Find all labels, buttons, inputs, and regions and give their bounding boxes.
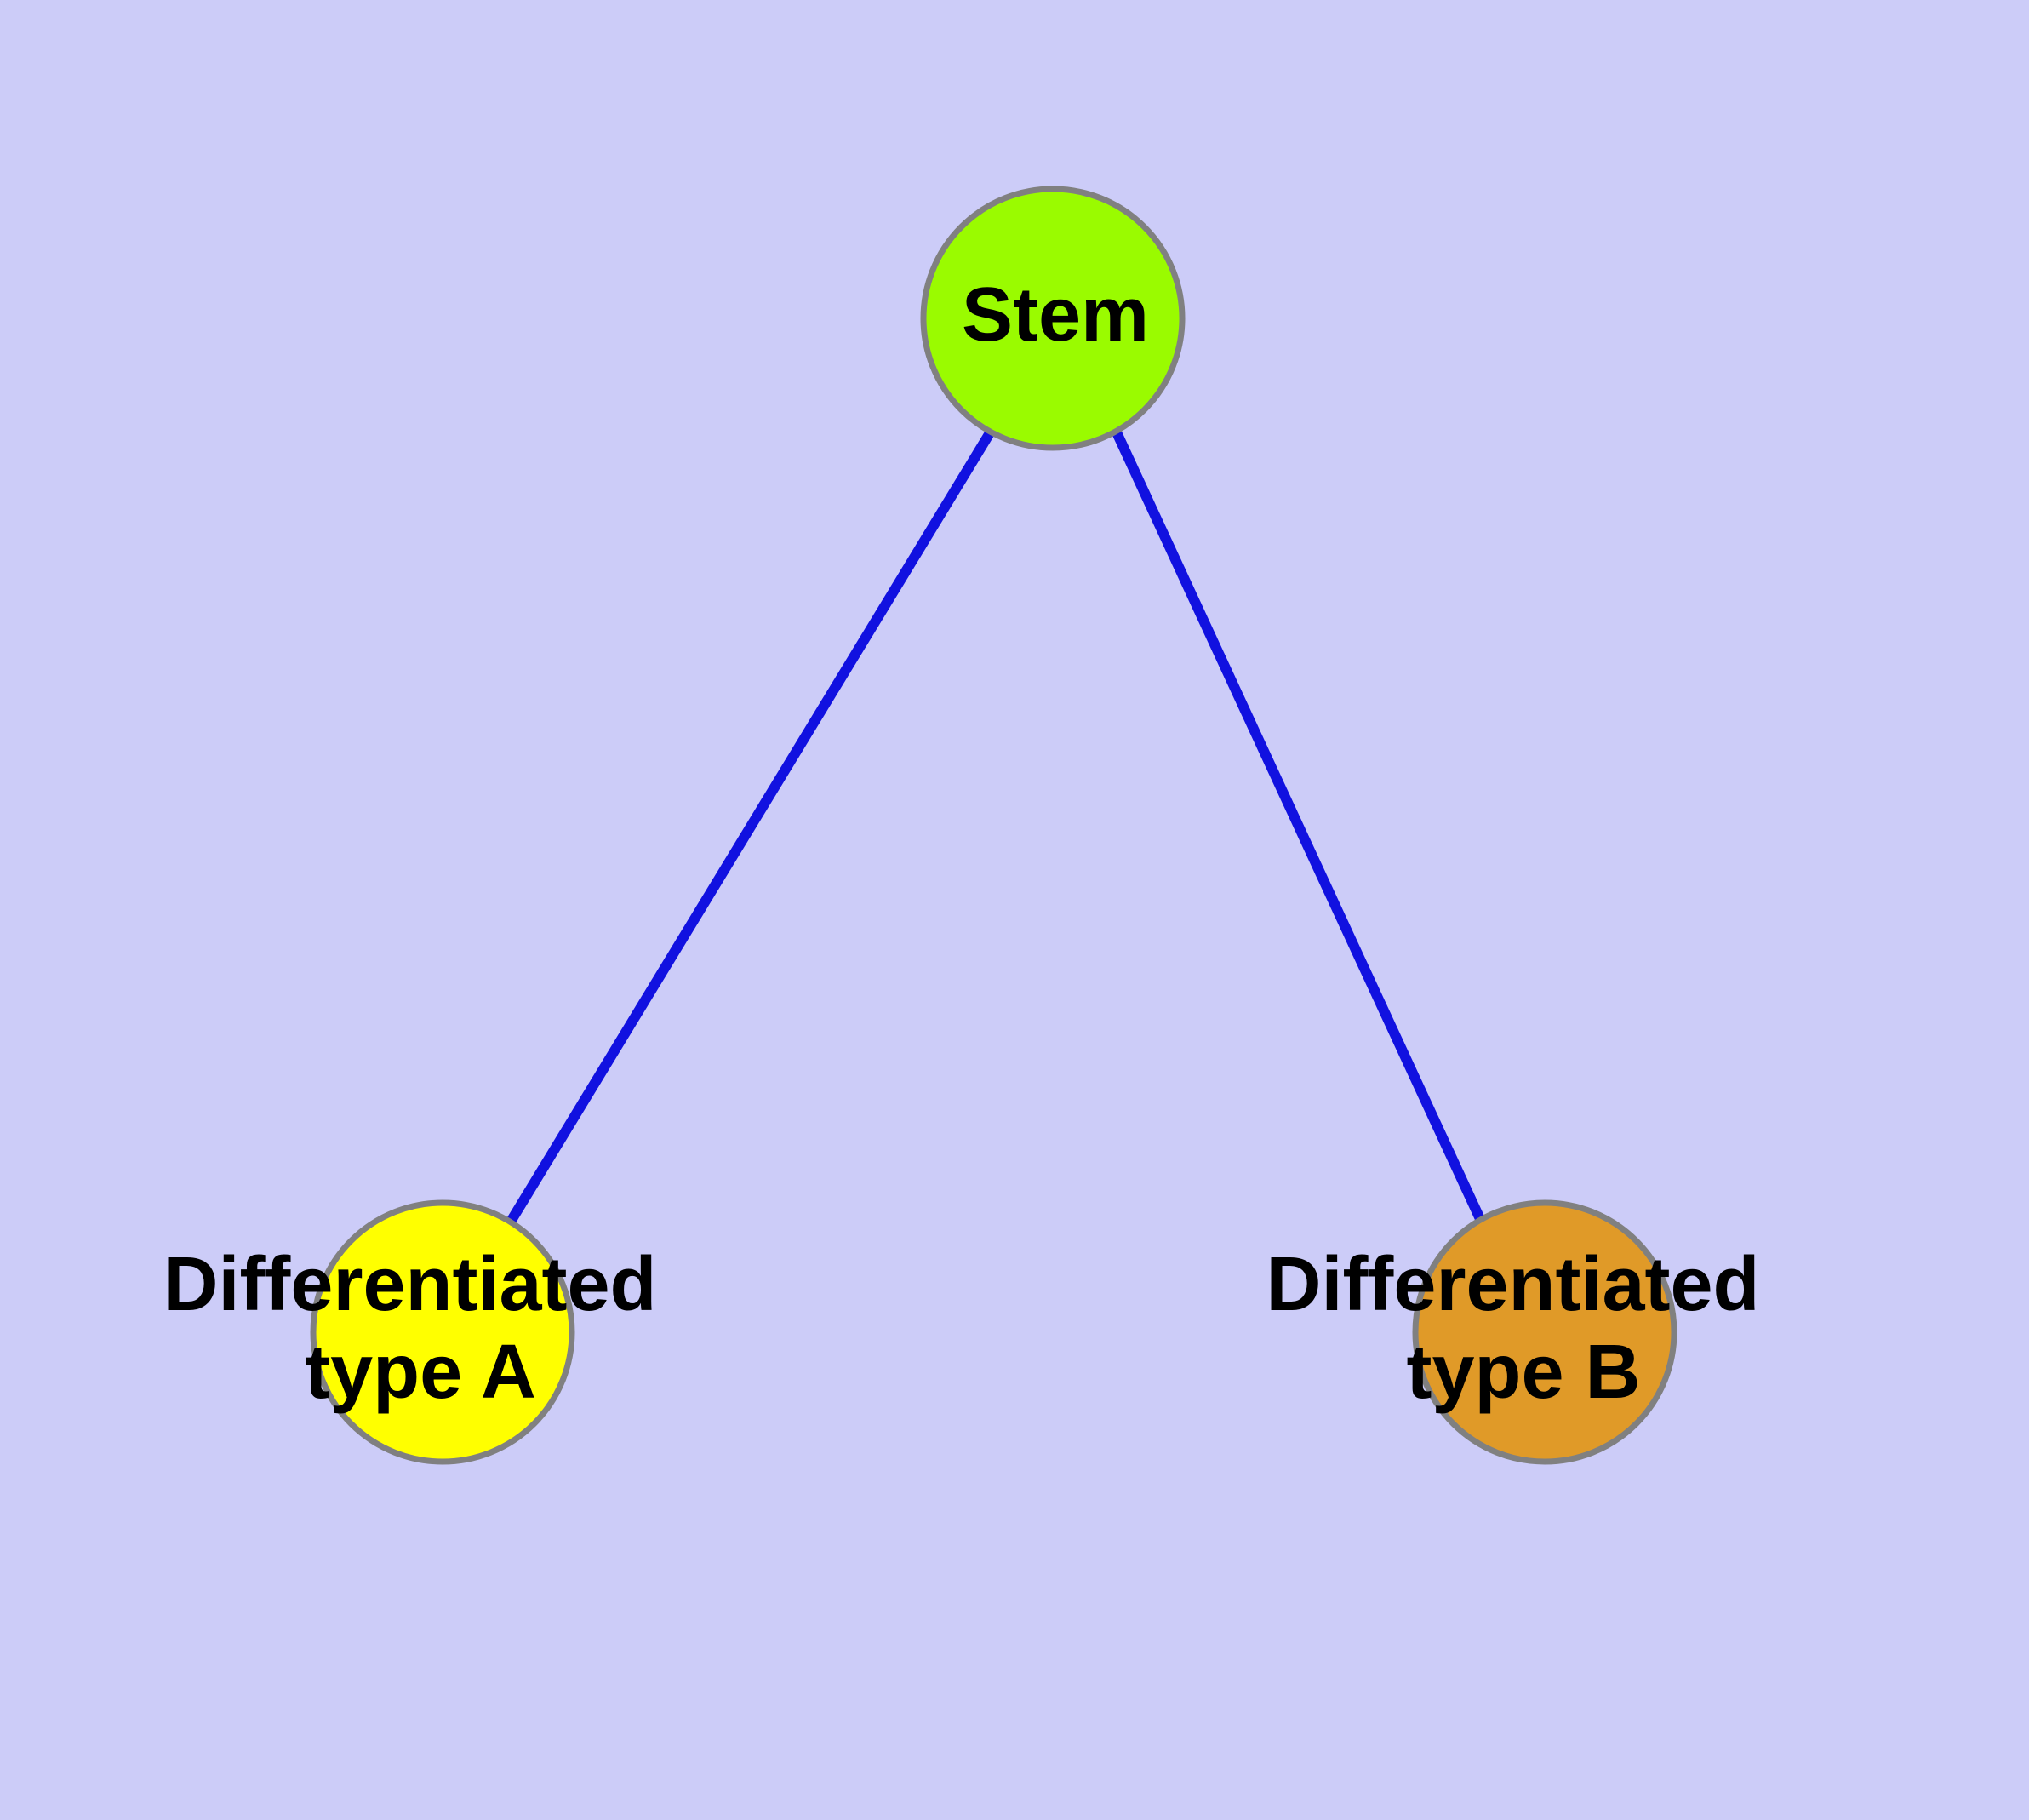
node-differentiated-type-a-label-line-2: type A xyxy=(305,1330,536,1415)
node-differentiated-type-b-label: Differentiated type B xyxy=(1266,1242,1780,1415)
node-stem-label-line-1: Stem xyxy=(962,272,1149,358)
edge-layer xyxy=(506,428,1486,1225)
node-differentiated-type-b[interactable]: Differentiated type B xyxy=(1266,1199,1780,1465)
edge-stem-to-differentiated-type-b[interactable] xyxy=(1112,430,1486,1223)
node-differentiated-type-a-label-line-1: Differentiated xyxy=(163,1242,656,1327)
node-layer: Stem Differentiated type A Differentiate… xyxy=(163,186,1780,1465)
node-differentiated-type-a[interactable]: Differentiated type A xyxy=(163,1199,677,1465)
node-differentiated-type-b-circle[interactable] xyxy=(1412,1199,1677,1465)
node-differentiated-type-a-label: Differentiated type A xyxy=(163,1242,677,1415)
node-stem-label: Stem xyxy=(962,272,1149,358)
node-differentiated-type-b-label-line-1: Differentiated xyxy=(1266,1242,1759,1327)
node-differentiated-type-a-circle[interactable] xyxy=(310,1199,575,1465)
node-stem-circle[interactable] xyxy=(920,186,1186,451)
node-differentiated-type-b-label-line-2: type B xyxy=(1406,1330,1640,1415)
node-stem[interactable]: Stem xyxy=(920,186,1186,451)
edge-stem-to-differentiated-type-a[interactable] xyxy=(506,428,996,1225)
